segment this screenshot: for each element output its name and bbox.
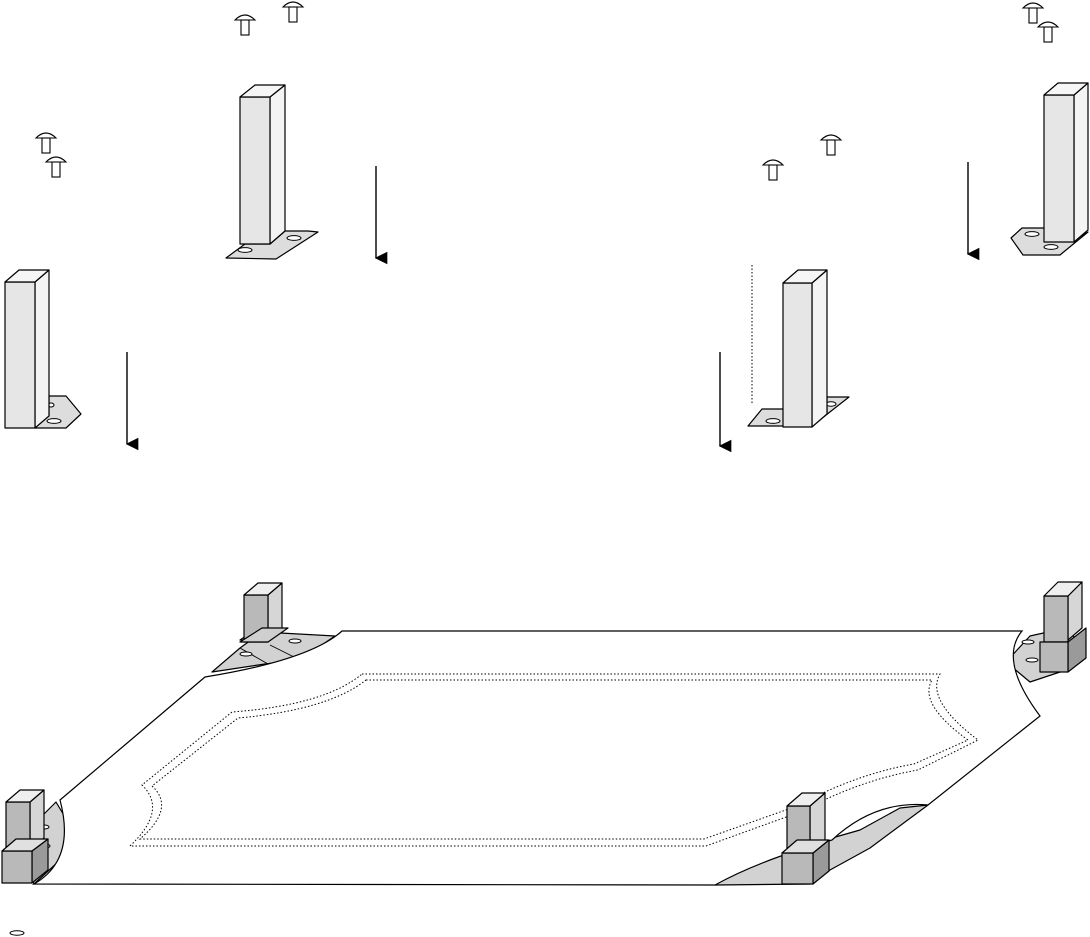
screws	[35, 1, 1059, 181]
assembled-post-front-left	[1, 789, 49, 884]
post-back-left	[225, 84, 319, 260]
washer-icon	[9, 930, 25, 936]
screw-icon	[1022, 2, 1044, 24]
screw-icon	[45, 156, 67, 178]
post-front-right	[747, 269, 850, 428]
screw-icon	[35, 132, 57, 154]
post-front-left	[4, 269, 82, 429]
assembled-view	[1, 581, 1087, 936]
post-back-right	[1010, 82, 1089, 256]
screw-icon	[282, 1, 304, 23]
screw-icon	[820, 134, 842, 156]
screw-icon	[234, 14, 256, 36]
base-panel	[31, 630, 1041, 886]
assembled-post-front-right	[781, 792, 830, 885]
exploded-view	[4, 1, 1089, 453]
screw-icon	[762, 159, 784, 181]
screw-icon	[1037, 21, 1059, 43]
panel-inner-outline	[128, 673, 979, 847]
assembled-post-back-left	[239, 582, 289, 643]
assembled-post-back-right	[1039, 581, 1087, 673]
arrows	[125, 162, 980, 453]
